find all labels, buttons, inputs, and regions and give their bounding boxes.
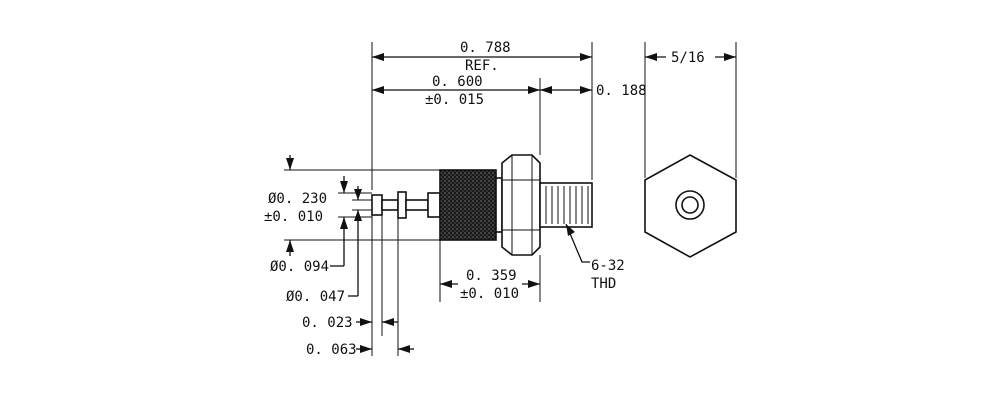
dim-groove-offset: 0. 063 bbox=[306, 218, 414, 358]
dim-outer-diameter: Ø0. 230 ±0. 010 bbox=[264, 155, 440, 256]
dim-hex-flats: 5/16 bbox=[644, 42, 737, 178]
pin-segment-2 bbox=[405, 199, 429, 211]
end-view bbox=[644, 154, 737, 258]
outer-diameter-tol: ±0. 010 bbox=[264, 209, 323, 225]
dim-groove-width: 0. 023 bbox=[302, 215, 398, 356]
body-length-tol: ±0. 015 bbox=[425, 92, 484, 108]
hex-nut-side bbox=[501, 154, 541, 256]
dim-pin-diameter: Ø0. 094 bbox=[270, 176, 372, 275]
thread-lines bbox=[545, 186, 589, 224]
dim-knurl-length: 0. 359 ±0. 010 bbox=[439, 240, 541, 302]
threaded-stud bbox=[539, 182, 593, 228]
knurled-body bbox=[439, 169, 497, 241]
dim-thread-length: 0. 188 bbox=[540, 83, 647, 99]
collar-segment bbox=[397, 191, 407, 219]
overall-length-label: 0. 788 bbox=[460, 40, 511, 56]
pin-segment-1 bbox=[381, 199, 399, 211]
outer-diameter-label: Ø0. 230 bbox=[268, 191, 327, 207]
neck-segment bbox=[495, 177, 503, 233]
dim-body-length: 0. 600 ±0. 015 bbox=[372, 74, 541, 155]
knurl-length-label: 0. 359 bbox=[466, 268, 517, 284]
groove-width-label: 0. 023 bbox=[302, 315, 353, 331]
thread-spec-label: 6-32 bbox=[591, 258, 625, 274]
hex-flats-label: 5/16 bbox=[671, 50, 705, 66]
dim-overall-length: 0. 788 REF. bbox=[371, 40, 593, 190]
overall-length-note: REF. bbox=[465, 58, 499, 74]
thread-note-label: THD bbox=[591, 276, 616, 292]
groove-offset-label: 0. 063 bbox=[306, 342, 357, 358]
thread-length-label: 0. 188 bbox=[596, 83, 647, 99]
knurl-length-tol: ±0. 010 bbox=[460, 286, 519, 302]
side-view bbox=[371, 154, 593, 256]
tip-segment bbox=[371, 194, 383, 216]
bore-inner-circle bbox=[681, 196, 699, 214]
tip-diameter-label: Ø0. 047 bbox=[286, 289, 345, 305]
body-length-label: 0. 600 bbox=[432, 74, 483, 90]
pin-diameter-label: Ø0. 094 bbox=[270, 259, 329, 275]
shoulder-segment bbox=[427, 192, 441, 218]
dim-tip-diameter: Ø0. 047 bbox=[286, 186, 372, 305]
leader-thread-spec: 6-32 THD bbox=[565, 223, 625, 292]
